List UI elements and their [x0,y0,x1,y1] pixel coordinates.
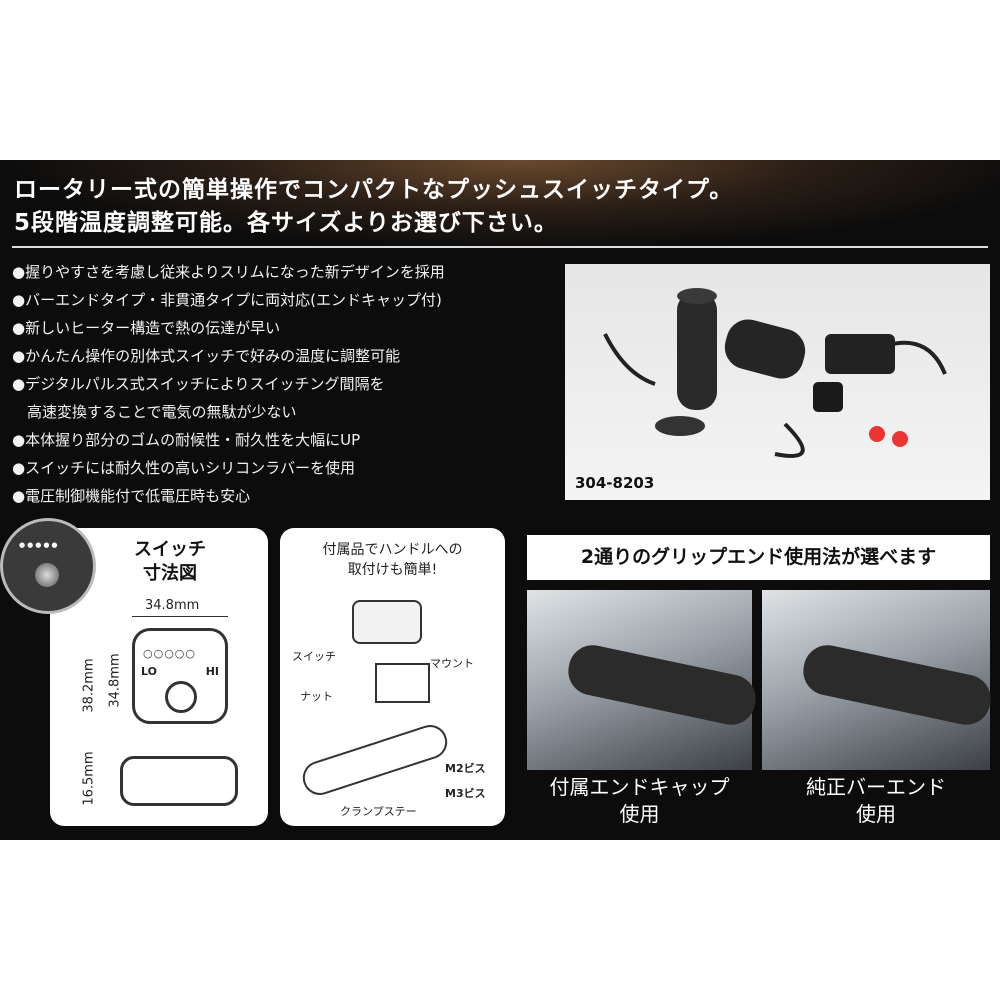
nut-label: ナット [300,690,333,703]
height-inner-dim: 34.8mm [107,653,123,708]
switch-front-drawing: ○○○○○ LO HI [132,628,228,724]
switch-side-drawing [120,756,238,806]
bullet: ●新しいヒーター構造で熱の伝達が早い [12,319,281,337]
mount-label: マウント [430,657,474,670]
height-outer-dim: 38.2mm [81,658,97,713]
caption-line: 付属エンドキャップ [549,775,730,799]
headline-2: 5段階温度調整可能。各サイズよりお選び下さい。 [14,210,558,236]
switch-drawing [352,600,422,644]
bullet: ●デジタルパルス式スイッチによりスイッチング間隔を [12,375,385,393]
m2-screw-label: M2ビス [445,762,486,775]
bullet: ●かんたん操作の別体式スイッチで好みの温度に調整可能 [12,347,401,365]
dimension-title: 寸法図 [143,563,197,584]
bullet: 高速変換することで電気の無駄が少ない [12,403,297,421]
mount-card: 付属品でハンドルへの 取付けも簡単! スイッチ マウント ナット M2ビス M3… [280,528,505,826]
mount-title: 付属品でハンドルへの [322,542,463,558]
caption-line: 使用 [619,802,660,826]
lo-label: LO [141,665,157,678]
caption-line: 純正バーエンド [806,775,946,799]
clamp-stay-label: クランプステー [340,805,417,818]
grip-kit-illustration [603,288,947,458]
bar-end-photo [762,590,996,770]
bullet: ●電圧制御機能付で低電圧時も安心 [12,487,251,505]
product-photo: 304-8203 [565,264,990,500]
headline-1: ロータリー式の簡単操作でコンパクトなプッシュスイッチタイプ。 [14,177,734,203]
end-cap-photo [527,590,761,770]
mount-drawing [375,663,430,703]
m3-screw-label: M3ビス [445,787,486,800]
handlebar-drawing [298,720,452,800]
bullet: ●スイッチには耐久性の高いシリコンラバーを使用 [12,459,355,477]
bullet: ●握りやすさを考慮し従来よりスリムになった新デザインを採用 [12,263,445,281]
switch-label: スイッチ [292,650,336,663]
end-cap-caption: 付属エンドキャップ 使用 [527,774,752,828]
bar-end-caption: 純正バーエンド 使用 [762,774,990,828]
bullet: ●バーエンドタイプ・非貫通タイプに両対応(エンドキャップ付) [12,291,442,309]
caption-line: 使用 [856,802,896,826]
grip-end-banner: 2通りのグリップエンド使用法が選べます [527,535,990,580]
switch-photo-inset: ●●●●● [0,518,96,614]
product-code: 304-8203 [575,474,655,492]
bullet: ●本体握り部分のゴムの耐候性・耐久性を大幅にUP [12,431,361,449]
dimension-title: スイッチ [134,539,206,560]
hi-label: HI [205,665,219,678]
depth-dim: 16.5mm [81,751,97,806]
mount-title: 取付けも簡単! [347,562,438,578]
divider [12,246,988,248]
width-dim: 34.8mm [145,598,200,613]
